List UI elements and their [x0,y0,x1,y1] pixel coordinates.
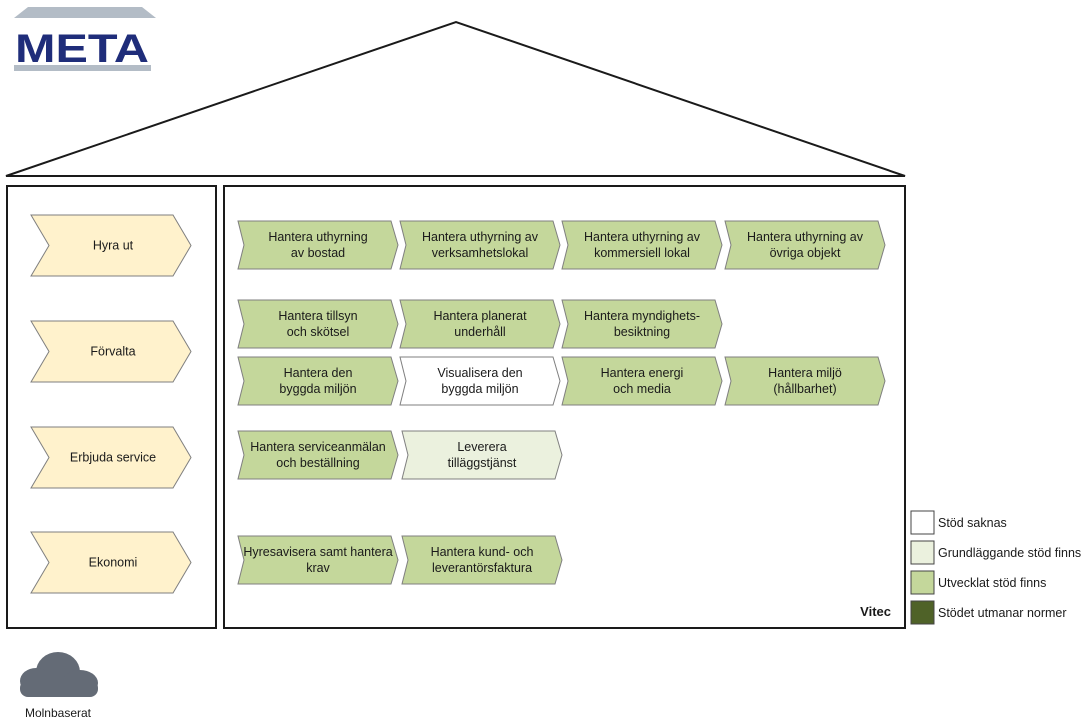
process-item: Hantera uthyrning av kommersiell lokal [561,220,723,270]
process-label: kommersiell lokal [594,246,690,260]
process-item: Hantera den byggda miljön [237,356,399,406]
logo-roof [14,7,156,18]
process-item: Hantera planerat underhåll [399,299,561,349]
legend-swatch [910,510,935,535]
process-label: Hantera kund- och [431,545,534,559]
legend-label: Grundläggande stöd finns [938,546,1081,560]
legend-swatch [910,570,935,595]
process-label: och beställning [276,456,359,470]
process-shape [724,220,886,270]
process-label: och media [613,382,671,396]
process-label: Hantera den [284,366,353,380]
process-item: Hantera uthyrning av bostad [237,220,399,270]
legend-item: Utvecklat stöd finns [910,570,1046,595]
process-label: Hantera energi [601,366,684,380]
process-label: leverantörsfaktura [432,561,532,575]
process-label: verksamhetslokal [432,246,529,260]
process-label: Hantera planerat [433,309,527,323]
process-shape [237,220,399,270]
process-label: underhåll [454,325,505,339]
category-label: Erbjuda service [70,451,156,465]
process-shape [399,299,561,349]
legend-swatch [910,600,935,625]
process-item: Leverera tilläggstjänst [401,430,563,480]
process-item: Hantera uthyrning av övriga objekt [724,220,886,270]
category-item: Erbjuda service [30,426,192,489]
process-label: Hantera uthyrning av [584,230,701,244]
process-item: Visualisera den byggda miljön [399,356,561,406]
category-label: Förvalta [90,345,135,359]
process-shape [237,356,399,406]
process-label: byggda miljön [441,382,518,396]
process-shape [399,356,561,406]
legend-item: Stödet utmanar normer [910,600,1067,625]
process-item: Hantera myndighets-besiktning [561,299,723,349]
deployment-label: Molnbaserat [25,706,92,720]
category-item: Förvalta [30,320,192,383]
process-label: och skötsel [287,325,350,339]
process-shape [237,299,399,349]
process-item: Hantera miljö (hållbarhet) [724,356,886,406]
house-roof [5,20,906,177]
process-shape [561,356,723,406]
legend-label: Stödet utmanar normer [938,606,1067,620]
process-panel [223,185,906,629]
process-label: övriga objekt [770,246,841,260]
process-shape [237,535,399,585]
category-label: Ekonomi [89,556,138,570]
legend-label: Utvecklat stöd finns [938,576,1046,590]
cloud-icon [20,652,98,697]
process-item: Hantera kund- och leverantörsfaktura [401,535,563,585]
process-label: av bostad [291,246,345,260]
category-item: Hyra ut [30,214,192,277]
vendor-label: Vitec [860,604,891,619]
process-item: Hantera tillsyn och skötsel [237,299,399,349]
logo-text: META [15,27,149,71]
process-shape [401,430,563,480]
meta-logo: META [14,7,156,71]
process-shape [561,220,723,270]
process-label: (hållbarhet) [773,382,836,396]
legend-label: Stöd saknas [938,516,1007,530]
process-label: Hantera uthyrning [268,230,367,244]
legend-swatch [910,540,935,565]
category-shape [30,531,192,594]
process-label: Visualisera den [437,366,522,380]
category-panel [6,185,217,629]
process-label: Hantera tillsyn [278,309,357,323]
process-item: Hantera uthyrning av verksamhetslokal [399,220,561,270]
category-item: Ekonomi [30,531,192,594]
legend-item: Stöd saknas [910,510,1007,535]
process-item: Hantera energi och media [561,356,723,406]
process-label: tilläggstjänst [448,456,517,470]
process-label: besiktning [614,325,670,339]
process-label: Hantera uthyrning av [422,230,539,244]
process-item: Hantera serviceanmälan och beställning [237,430,399,480]
process-label: Hyresavisera samt hantera [243,545,392,559]
process-shape [724,356,886,406]
category-label: Hyra ut [93,239,134,253]
process-label: Hantera myndighets- [584,309,700,323]
process-label: Leverera [457,440,506,454]
process-shape [399,220,561,270]
process-label: krav [306,561,330,575]
legend-item: Grundläggande stöd finns [910,540,1081,565]
process-label: byggda miljön [279,382,356,396]
category-shape [30,214,192,277]
category-shape [30,320,192,383]
process-shape [561,299,723,349]
process-shape [237,430,399,480]
process-label: Hantera miljö [768,366,842,380]
process-shape [401,535,563,585]
process-label: Hantera uthyrning av [747,230,864,244]
process-item: Hyresavisera samt hantera krav [237,535,399,585]
logo-base-bar [14,65,151,71]
category-shape [30,426,192,489]
process-label: Hantera serviceanmälan [250,440,386,454]
